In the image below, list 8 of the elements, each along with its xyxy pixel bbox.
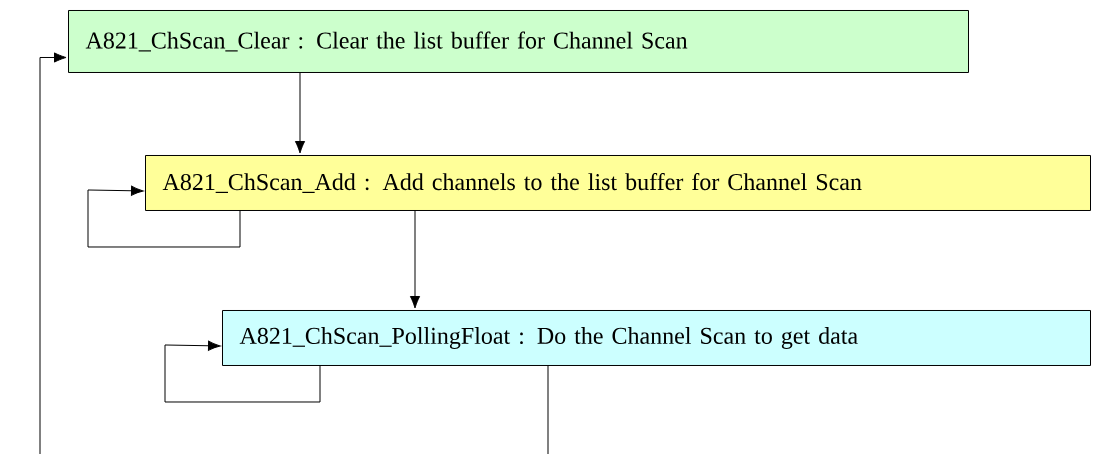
process-box: A821_ChScan_Add : Add channels to the list buffer for Channel Scan bbox=[145, 155, 1091, 211]
process-box: A821_ChScan_PollingFloat : Do the Channel Scan to get data bbox=[222, 310, 1091, 366]
arrow bbox=[294, 72, 306, 154]
arrow bbox=[87, 185, 241, 248]
arrow bbox=[409, 210, 421, 309]
arrow bbox=[164, 340, 321, 403]
process-box: A821_ChScan_Clear : Clear the list buffer for Channel Scan bbox=[68, 10, 969, 73]
arrow bbox=[39, 52, 67, 454]
